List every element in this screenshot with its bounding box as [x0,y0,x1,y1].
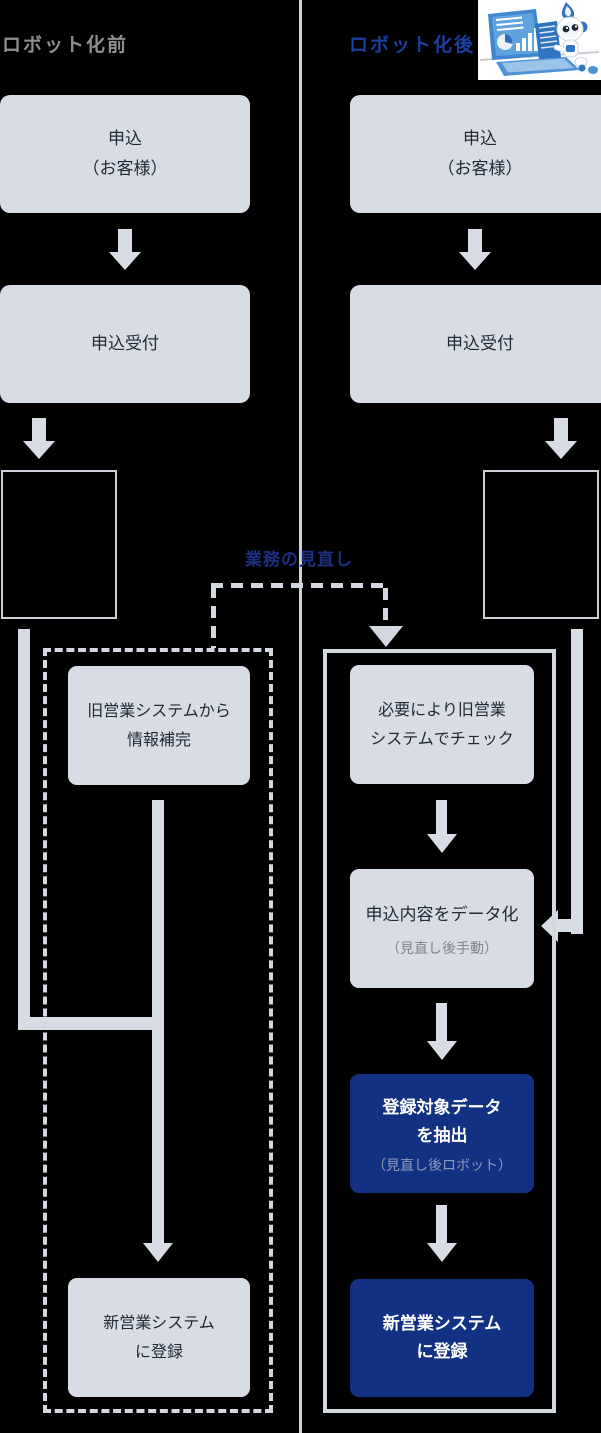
left-connector-vertical [18,629,30,1030]
right-blank-outline-box [483,470,599,619]
right-arrow-2-shaft [554,418,568,442]
robotized-scope-solid-rect [323,649,556,1413]
right-box-reception: 申込受付 [350,285,601,403]
left-box-apply-line1: 申込 [108,129,142,148]
robot-mascot-image [478,0,601,80]
left-box-supplement-line1: 旧営業システムから [87,702,231,720]
right-arrow-1-head [459,252,491,270]
right-arrow-5-head [427,1243,457,1262]
right-box-extract-line1: 登録対象データ [382,1097,502,1117]
right-box-extract: 登録対象データ を抽出 （見直し後ロボット） [350,1074,534,1193]
right-arrow-5-shaft [436,1205,447,1243]
left-box-reception: 申込受付 [0,285,250,403]
right-box-register: 新営業システム に登録 [350,1279,534,1397]
review-dashed-connector-horizontal [211,583,389,588]
left-box-supplement: 旧営業システムから 情報補完 [68,666,250,785]
heading-before-robotization: ロボット化前 [2,35,129,56]
right-box-check-line2: システムでチェック [370,730,514,748]
left-box-register-line2: に登録 [134,1343,183,1361]
left-box-register-line1: 新営業システム [103,1314,215,1332]
left-arrow-1-head [109,252,141,270]
left-connector-horizontal [18,1017,152,1030]
left-long-arrow-head [143,1243,173,1262]
right-box-register-line2: に登録 [416,1342,468,1361]
review-scope-dashed-rect [43,648,273,1413]
left-arrow-2-shaft [32,418,46,442]
right-box-reception-label: 申込受付 [446,334,514,353]
right-box-extract-sub: （見直し後ロボット） [372,1156,512,1173]
right-box-apply-line2: （お客様） [437,159,523,178]
annotation-business-review: 業務の見直し [245,550,353,569]
left-box-reception-label: 申込受付 [91,334,159,353]
right-arrow-3-head [427,834,457,853]
review-dashed-connector-right-vertical [383,588,388,626]
right-box-apply: 申込 （お客様） [350,95,601,213]
right-box-register-line1: 新営業システム [382,1314,502,1333]
right-routing-horizontal [556,919,583,932]
left-box-apply-line2: （お客様） [82,159,168,178]
right-arrow-4-shaft [436,1003,447,1041]
right-box-check: 必要により旧営業 システムでチェック [350,665,534,784]
right-box-digitize-main: 申込内容をデータ化 [365,905,519,924]
right-box-apply-line1: 申込 [463,129,497,148]
right-box-digitize: 申込内容をデータ化 （見直し後手動） [350,869,534,988]
right-box-digitize-sub: （見直し後手動） [386,940,498,956]
left-arrow-2-head [23,441,55,459]
right-arrow-3-shaft [436,800,447,834]
review-dashed-connector-left-vertical [211,586,216,648]
robot-at-laptop-icon [478,0,601,80]
review-dashed-arrow-head [369,626,403,647]
right-arrow-1-shaft [468,229,482,253]
left-blank-outline-box [1,470,117,619]
right-box-check-line1: 必要により旧営業 [378,701,506,719]
right-box-extract-line2: を抽出 [416,1125,468,1145]
left-arrow-1-shaft [118,229,132,253]
heading-after-robotization: ロボット化後 [349,35,476,56]
right-arrow-2-head [545,441,577,459]
left-long-arrow-shaft [152,800,164,1243]
right-routing-vertical [571,629,583,934]
left-box-apply: 申込 （お客様） [0,95,250,213]
column-divider-line [299,0,302,1433]
left-box-supplement-line2: 情報補完 [126,731,191,749]
left-box-register: 新営業システム に登録 [68,1278,250,1397]
right-arrow-4-head [427,1041,457,1060]
